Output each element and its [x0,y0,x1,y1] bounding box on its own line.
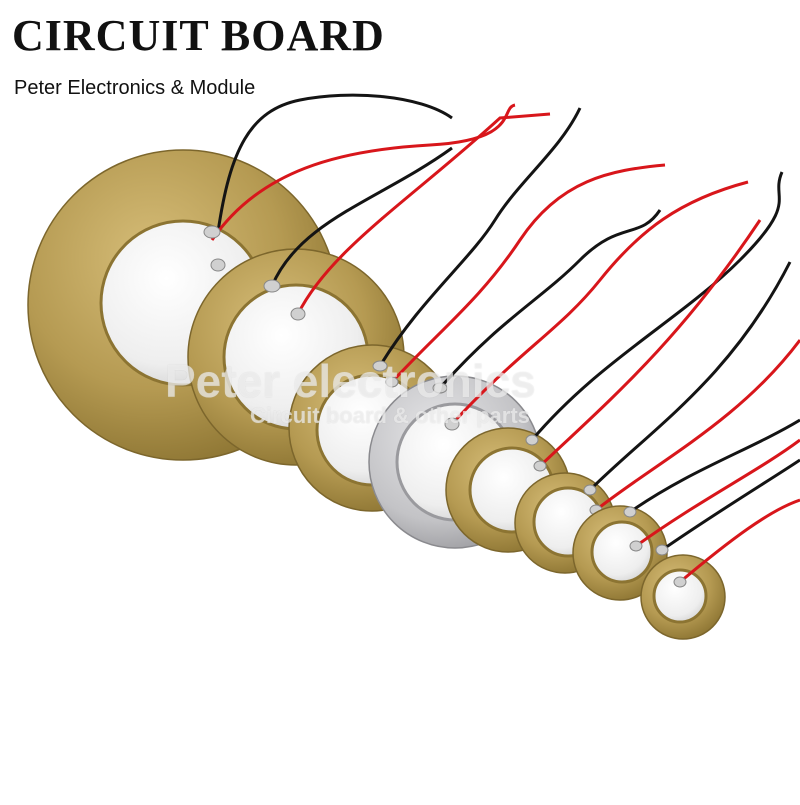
piezo-disc-7 [572,418,800,601]
brand-subtitle: Peter Electronics & Module [14,77,256,99]
brand-title: CIRCUIT BOARD [12,11,385,60]
watermark-line-1: Peter electronics [165,355,536,407]
watermark-line-2: Circuit board & other parts [250,403,530,428]
piezo-disc-8 [640,458,800,640]
